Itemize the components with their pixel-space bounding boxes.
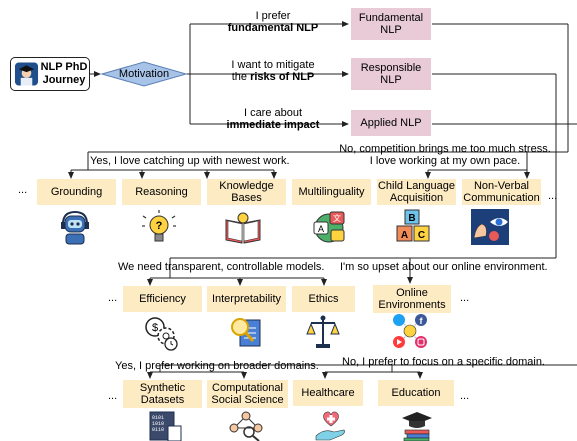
topic-online-environments-line2: Environments — [378, 299, 446, 311]
lightbulb-icon: ? — [142, 210, 176, 242]
social-media-icon: f — [393, 314, 427, 348]
row1-right-ellipsis: ... — [548, 190, 558, 202]
topic-synthetic-datasets-line1: Synthetic — [139, 382, 186, 394]
start-node: NLP PhD Journey — [10, 57, 90, 91]
translate-speech-icon: A 文 — [313, 211, 345, 243]
branch-responsible-prefix: the — [231, 71, 251, 83]
gesture-eye-icon — [471, 209, 509, 245]
svg-text:A: A — [401, 230, 408, 241]
topic-synthetic-datasets-line2: Datasets — [140, 394, 185, 406]
topic-css-line2: Social Science — [211, 394, 284, 406]
heart-hand-icon — [315, 411, 345, 441]
svg-text:文: 文 — [333, 213, 341, 223]
svg-text:?: ? — [156, 220, 163, 232]
topic-ethics: Ethics — [292, 286, 355, 312]
branch-fundamental-bold: fundamental NLP — [227, 22, 319, 34]
branch-responsible-bold: risks of NLP — [250, 71, 315, 83]
row1-right-caption-line2: I love working at my own pace. — [369, 155, 521, 167]
topic-reasoning: Reasoning — [122, 179, 201, 205]
topic-child-language-line1: Child Language — [377, 180, 456, 192]
row1-left-ellipsis: ... — [18, 184, 28, 196]
row1-right-caption: No, competition brings me too much stres… — [325, 143, 565, 167]
topic-css-line1: Computational — [212, 382, 283, 394]
gears-clock-icon: $ — [145, 317, 178, 351]
magnifier-document-icon — [231, 318, 261, 347]
people-network-icon — [229, 411, 263, 441]
branch-applied-text: I care about immediate impact — [198, 107, 348, 131]
branch-fundamental-line1: I prefer — [255, 10, 291, 22]
area-applied-line1: Applied NLP — [360, 117, 422, 129]
topic-child-language-line2: Acquisition — [389, 192, 444, 204]
area-fundamental-line1: Fundamental — [358, 12, 424, 24]
topic-education: Education — [378, 380, 454, 406]
motivation-diamond — [100, 61, 188, 87]
branch-responsible-text: I want to mitigate the risks of NLP — [198, 59, 348, 83]
area-responsible-line2: NLP — [380, 74, 402, 86]
abc-blocks-icon: B A C — [396, 209, 430, 242]
svg-text:B: B — [408, 213, 415, 224]
row2-left-caption: We need transparent, controllable models… — [118, 261, 325, 273]
topic-multilinguality: Multilinguality — [292, 179, 371, 205]
topic-non-verbal-line2: Communication — [463, 192, 540, 204]
svg-text:C: C — [418, 230, 425, 241]
row3-right-ellipsis: ... — [460, 390, 470, 402]
start-line-1: NLP PhD — [40, 61, 88, 73]
robot-headset-icon — [61, 210, 89, 245]
branch-fundamental-text: I prefer fundamental NLP — [198, 10, 348, 34]
topic-healthcare: Healthcare — [293, 380, 363, 406]
svg-text:1010: 1010 — [152, 421, 164, 427]
topic-knowledge-bases-line1: Knowledge — [219, 180, 274, 192]
branch-responsible-line1: I want to mitigate — [231, 59, 315, 71]
branch-applied-bold: immediate impact — [226, 119, 320, 131]
topic-grounding: Grounding — [37, 179, 116, 205]
row3-right-caption: No, I prefer to focus on a specific doma… — [342, 356, 545, 368]
svg-text:0110: 0110 — [152, 427, 164, 433]
student-avatar-icon — [14, 62, 39, 86]
topic-efficiency: Efficiency — [123, 286, 202, 312]
row1-right-caption-line1: No, competition brings me too much stres… — [339, 143, 551, 155]
row3-left-ellipsis: ... — [108, 390, 118, 402]
topic-non-verbal-line1: Non-Verbal — [473, 180, 530, 192]
row2-left-ellipsis: ... — [108, 292, 118, 304]
start-line-2: Journey — [42, 74, 86, 86]
area-applied-nlp: Applied NLP — [351, 110, 431, 136]
svg-text:A: A — [318, 224, 324, 234]
area-responsible-line1: Responsible — [360, 62, 422, 74]
branch-applied-line1: I care about — [243, 107, 303, 119]
graduation-books-icon — [402, 412, 432, 441]
row1-left-caption: Yes, I love catching up with newest work… — [90, 155, 290, 167]
topic-online-environments-line1: Online — [396, 287, 428, 299]
motivation-label: Motivation — [118, 68, 170, 80]
row3-left-caption: Yes, I prefer working on broader domains… — [115, 360, 319, 372]
start-label: NLP PhD Journey — [39, 61, 89, 87]
open-book-icon — [225, 212, 261, 244]
topic-knowledge-bases-line2: Bases — [231, 192, 262, 204]
area-fundamental-line2: NLP — [380, 24, 402, 36]
svg-text:0101: 0101 — [152, 415, 164, 421]
justice-scale-icon — [306, 315, 340, 348]
topic-interpretability: Interpretability — [207, 286, 286, 312]
svg-text:$: $ — [152, 322, 158, 334]
row2-right-ellipsis: ... — [460, 292, 470, 304]
row2-right-caption: I'm so upset about our online environmen… — [340, 261, 548, 273]
svg-text:f: f — [420, 316, 424, 326]
